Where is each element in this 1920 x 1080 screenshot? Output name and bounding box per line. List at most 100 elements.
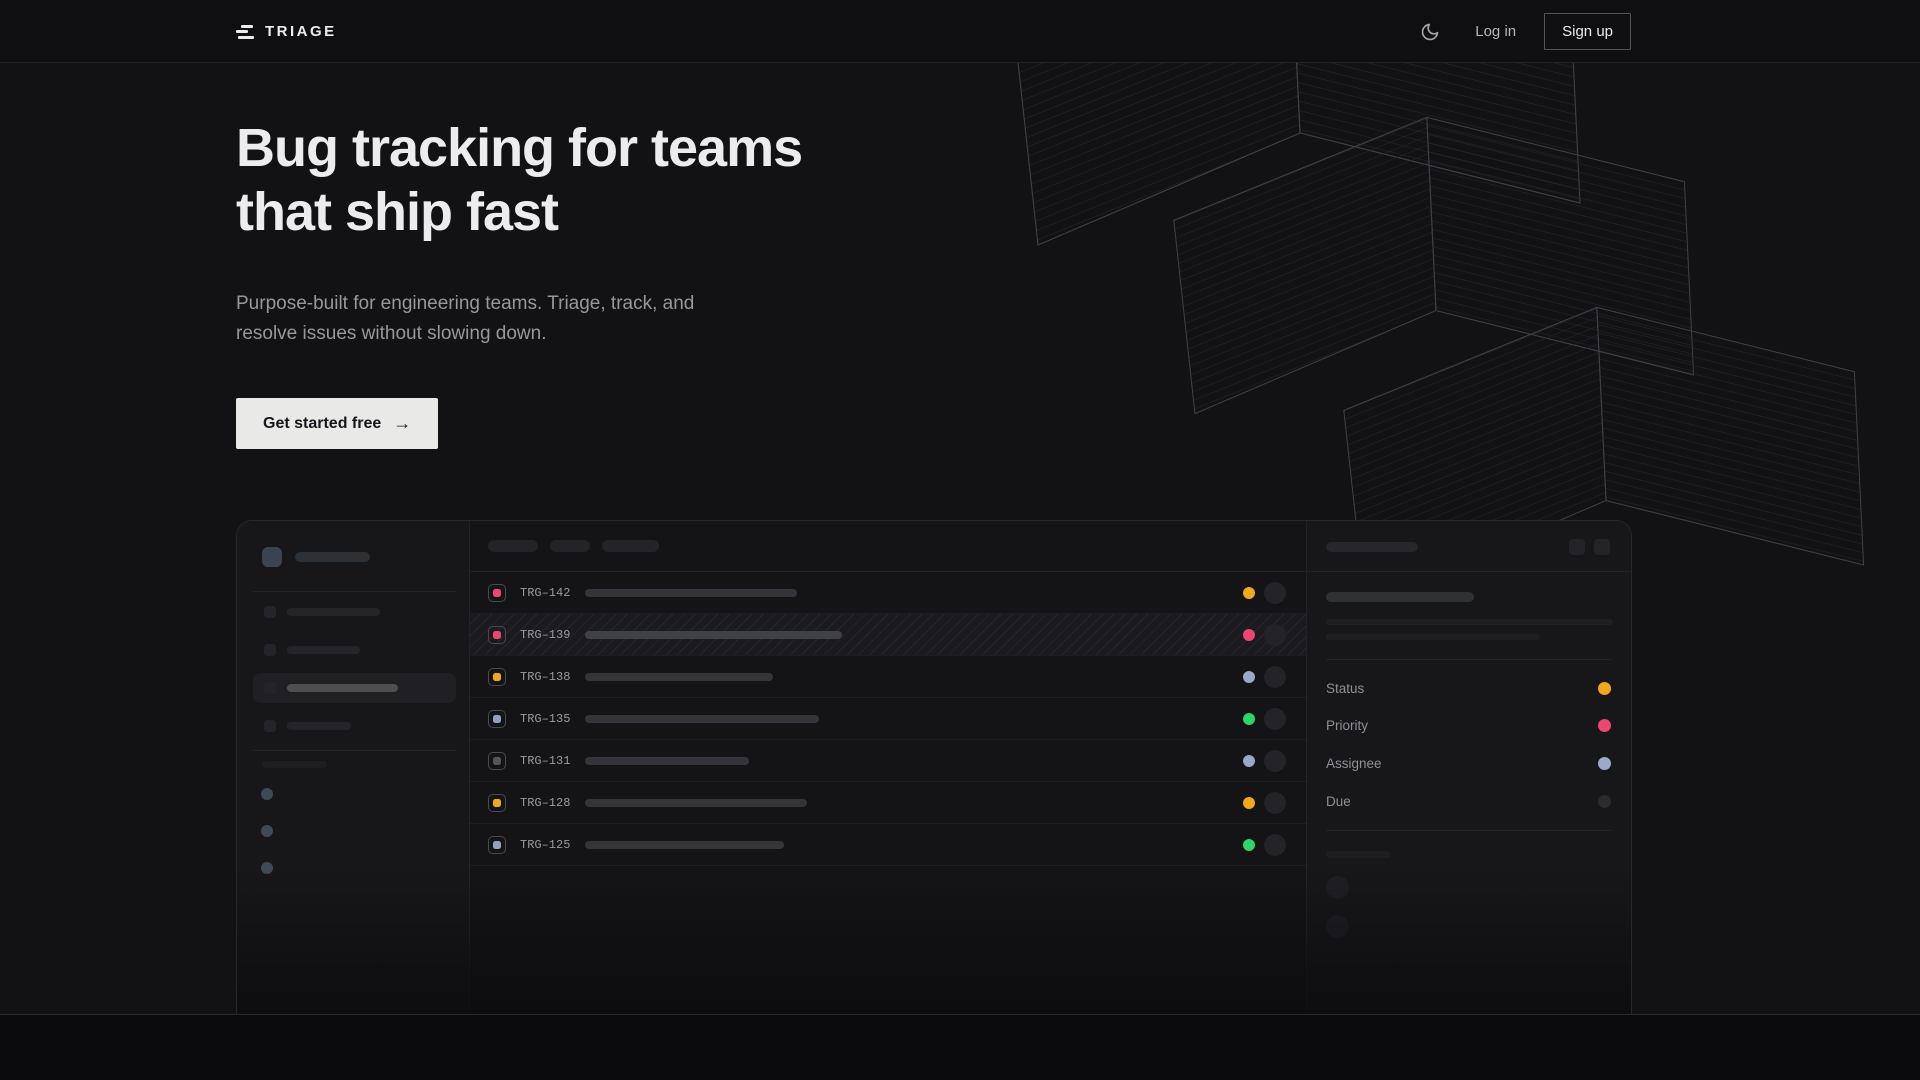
issue-id: TRG–135 — [520, 712, 570, 726]
triage-bars-icon — [236, 25, 254, 39]
sidebar-icon-placeholder — [264, 606, 276, 618]
issue-title-placeholder — [585, 631, 842, 639]
detail-divider — [1326, 659, 1611, 660]
sidebar-icon-placeholder — [264, 682, 276, 694]
due-value-dot — [1598, 795, 1611, 808]
sidebar-dot-placeholder — [261, 862, 273, 874]
sidebar-section-placeholder — [262, 761, 327, 768]
signup-button[interactable]: Sign up — [1544, 13, 1631, 50]
preview-detail-panel: Status Priority Assignee Due — [1306, 521, 1631, 1020]
workspace-name-placeholder — [295, 552, 370, 562]
workspace-switcher-skeleton — [262, 547, 370, 567]
list-header-skeleton — [470, 521, 1306, 572]
workspace-avatar-placeholder — [262, 547, 282, 567]
assignee-avatar — [1264, 834, 1286, 856]
comment-avatar-placeholder — [1326, 915, 1349, 938]
sidebar-label-placeholder — [287, 608, 380, 616]
field-label: Due — [1326, 794, 1351, 809]
activity-section-placeholder — [1326, 851, 1391, 858]
detail-field-priority: Priority — [1326, 718, 1611, 732]
sidebar-label-placeholder — [287, 646, 360, 654]
detail-desc-placeholder — [1326, 619, 1613, 625]
issue-title-placeholder — [585, 841, 784, 849]
preview-issue-list: TRG–142 TRG–139 TRG–138 — [470, 521, 1306, 1020]
issue-title-placeholder — [585, 589, 797, 597]
nav-actions: Log in Sign up — [1413, 0, 1631, 63]
status-dot — [1243, 671, 1255, 683]
issue-row: TRG–125 — [470, 824, 1306, 866]
app-preview-mockup: TRG–142 TRG–139 TRG–138 — [236, 520, 1632, 1020]
detail-desc-placeholder — [1326, 634, 1540, 640]
status-dot — [1243, 587, 1255, 599]
cta-label: Get started free — [263, 415, 381, 433]
issue-id: TRG–138 — [520, 670, 570, 684]
sidebar-divider — [253, 750, 456, 751]
issue-type-icon — [488, 668, 506, 686]
sidebar-dot-placeholder — [261, 825, 273, 837]
sidebar-item-skeleton — [253, 597, 456, 627]
assignee-avatar — [1264, 708, 1286, 730]
detail-field-status: Status — [1326, 681, 1611, 695]
field-label: Priority — [1326, 718, 1368, 733]
status-dot — [1243, 839, 1255, 851]
sidebar-label-placeholder — [287, 722, 351, 730]
brand-name: TRIAGE — [265, 23, 337, 40]
status-value-dot — [1598, 682, 1611, 695]
issue-type-icon — [488, 836, 506, 854]
footer-section — [0, 1014, 1920, 1080]
assignee-avatar — [1264, 750, 1286, 772]
hero-subtitle: Purpose-built for engineering teams. Tri… — [236, 289, 694, 349]
sidebar-icon-placeholder — [264, 644, 276, 656]
hero-title: Bug tracking for teamsthat ship fast — [236, 116, 802, 244]
issue-title-placeholder — [585, 799, 807, 807]
filter-pill-placeholder — [602, 540, 659, 552]
filter-pill-placeholder — [550, 540, 590, 552]
detail-breadcrumb-placeholder — [1326, 542, 1418, 552]
issue-title-placeholder — [585, 757, 749, 765]
assignee-avatar — [1264, 666, 1286, 688]
comment-avatar-placeholder — [1326, 876, 1349, 899]
sidebar-item-skeleton — [253, 711, 456, 741]
priority-value-dot — [1598, 719, 1611, 732]
issue-type-icon — [488, 584, 506, 602]
field-label: Assignee — [1326, 756, 1382, 771]
theme-toggle-button[interactable] — [1413, 15, 1447, 49]
brand-logo[interactable]: TRIAGE — [236, 0, 337, 63]
status-dot — [1243, 629, 1255, 641]
detail-action-placeholder — [1569, 539, 1585, 555]
issue-id: TRG–131 — [520, 754, 570, 768]
get-started-button[interactable]: Get started free → — [236, 398, 438, 449]
moon-icon — [1420, 22, 1440, 42]
sidebar-icon-placeholder — [264, 720, 276, 732]
sidebar-item-active-skeleton — [253, 673, 456, 703]
issue-type-icon — [488, 794, 506, 812]
sidebar-divider — [253, 591, 456, 592]
detail-title-placeholder — [1326, 592, 1474, 602]
sidebar-label-placeholder — [287, 684, 398, 692]
sidebar-item-skeleton — [253, 635, 456, 665]
detail-field-due: Due — [1326, 794, 1611, 808]
login-link[interactable]: Log in — [1475, 23, 1516, 40]
status-dot — [1243, 713, 1255, 725]
issue-row: TRG–131 — [470, 740, 1306, 782]
assignee-avatar — [1264, 624, 1286, 646]
issue-id: TRG–139 — [520, 628, 570, 642]
assignee-avatar — [1264, 582, 1286, 604]
issue-id: TRG–128 — [520, 796, 570, 810]
detail-header-skeleton — [1307, 521, 1631, 572]
status-dot — [1243, 797, 1255, 809]
issue-type-icon — [488, 710, 506, 728]
detail-divider — [1326, 830, 1611, 831]
issue-title-placeholder — [585, 673, 773, 681]
issue-row: TRG–138 — [470, 656, 1306, 698]
issue-row: TRG–135 — [470, 698, 1306, 740]
detail-field-assignee: Assignee — [1326, 756, 1611, 770]
issue-row: TRG–128 — [470, 782, 1306, 824]
status-dot — [1243, 755, 1255, 767]
issue-id: TRG–125 — [520, 838, 570, 852]
issue-id: TRG–142 — [520, 586, 570, 600]
arrow-right-icon: → — [393, 413, 411, 434]
sidebar-dot-placeholder — [261, 788, 273, 800]
issue-title-placeholder — [585, 715, 819, 723]
